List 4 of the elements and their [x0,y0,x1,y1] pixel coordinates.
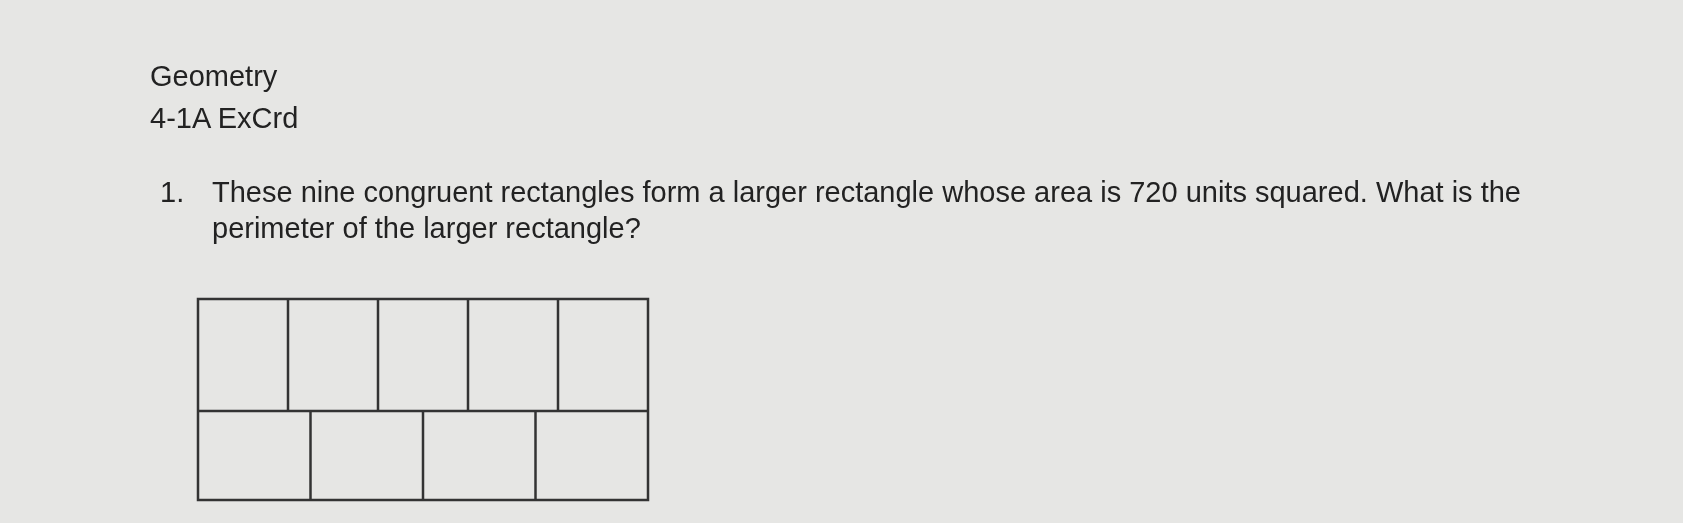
course-title: Geometry [150,59,279,94]
assignment-code: 4-1A ExCrd [150,101,300,136]
question-number: 1. [160,175,186,210]
question-text: These nine congruent rectangles form a larger rectangle whose area is 720 units squared. What is the perimeter of the larger rectangle? [212,175,1522,246]
